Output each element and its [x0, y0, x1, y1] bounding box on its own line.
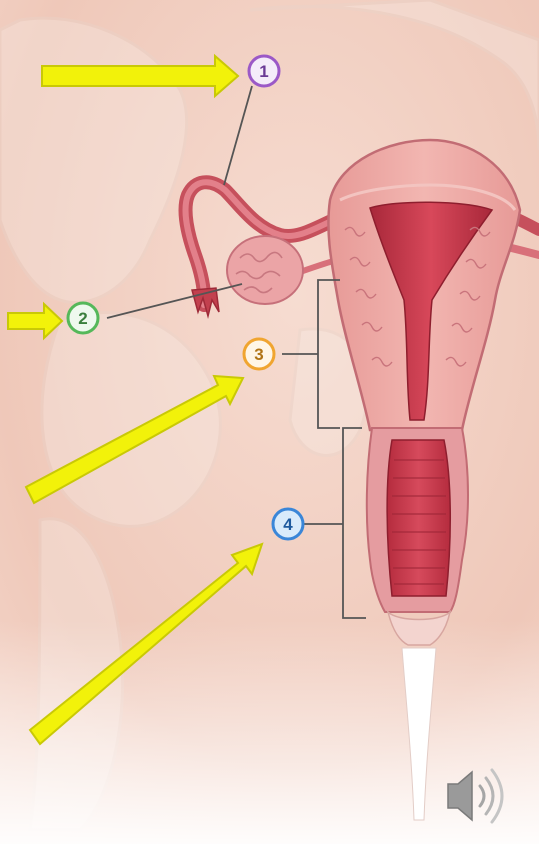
callout-number-3: 3 — [254, 345, 263, 364]
callout-4: 4 — [273, 509, 303, 539]
callout-3: 3 — [244, 339, 274, 369]
ovary — [227, 236, 303, 304]
callout-2: 2 — [68, 303, 98, 333]
bottom-fade — [0, 620, 539, 844]
callout-number-4: 4 — [283, 515, 293, 534]
callout-number-2: 2 — [78, 309, 87, 328]
callout-1: 1 — [249, 56, 279, 86]
callout-number-1: 1 — [259, 62, 268, 81]
